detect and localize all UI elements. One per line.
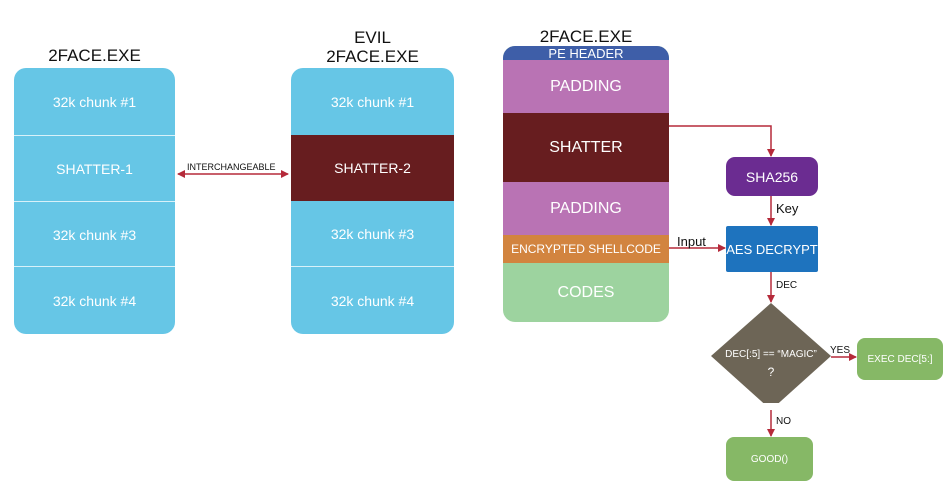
left-chunk-1: 32k chunk #1 [52, 93, 137, 110]
middle-column-title-line2: 2FACE.EXE [326, 47, 419, 66]
sha256-box: SHA256 [726, 157, 818, 196]
middle-chunk-1: 32k chunk #1 [330, 93, 415, 110]
left-chunk-4: 32k chunk #4 [14, 266, 175, 334]
left-column-title: 2FACE.EXE [48, 46, 141, 65]
left-shatter-1: SHATTER-1 [14, 135, 175, 202]
middle-chunk-3: 32k chunk #3 [330, 225, 415, 242]
middle-column-title-line1: EVIL [354, 28, 391, 47]
exec-box: EXEC DEC[5:] [857, 338, 943, 380]
no-label: NO [776, 416, 791, 427]
padding-bottom-section: PADDING [503, 182, 669, 235]
decision-condition-text: DEC[:5] == “MAGIC” [725, 348, 817, 360]
decision-diamond [711, 303, 831, 403]
right-file-column: PE HEADER PADDING SHATTER PADDING ENCRYP… [503, 46, 669, 322]
dec-label: DEC [776, 280, 798, 291]
middle-file-column: 32k chunk #1 SHATTER-2 32k chunk #3 32k … [291, 68, 454, 334]
shatter-to-sha256-arrow [669, 125, 775, 157]
decision-question-mark: ? [767, 365, 775, 379]
middle-shatter-2: SHATTER-2 [291, 135, 454, 201]
middle-chunk-4: 32k chunk #4 [291, 266, 454, 334]
left-file-column: 32k chunk #1 SHATTER-1 32k chunk #3 32k … [14, 68, 175, 334]
yes-label: YES [830, 345, 851, 356]
aes-decrypt-box: AES DECRYPT [726, 226, 818, 272]
good-box: GOOD() [726, 437, 813, 481]
right-column-title: 2FACE.EXE [539, 27, 633, 46]
encrypted-shellcode-section: ENCRYPTED SHELLCODE [503, 235, 669, 263]
codes-section: CODES [557, 283, 615, 301]
key-label: Key [776, 201, 799, 216]
input-label: Input [677, 234, 706, 249]
padding-top-section: PADDING [503, 60, 669, 113]
shatter-section: SHATTER [503, 113, 669, 182]
pe-header-section: PE HEADER [503, 46, 669, 61]
left-chunk-3: 32k chunk #3 [14, 201, 175, 267]
interchangeable-label: INTERCHANGEABLE [187, 162, 276, 172]
